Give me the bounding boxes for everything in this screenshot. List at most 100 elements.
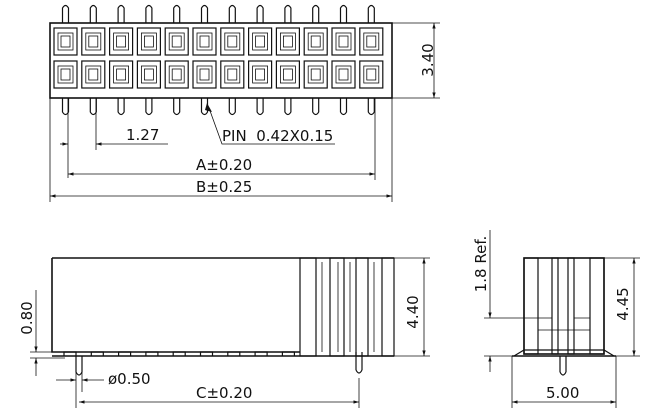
top-view: [49, 4, 393, 116]
pin-lower: [145, 98, 153, 116]
contact-opening: [196, 32, 213, 51]
contact-inner: [171, 35, 182, 48]
side-foot: [172, 351, 186, 356]
contact-opening: [363, 65, 380, 84]
contact-cell: [81, 27, 106, 56]
contact-cell: [108, 60, 134, 89]
top-pins-upper: [61, 4, 375, 23]
contact-opening: [307, 65, 324, 84]
side-view-section: [299, 257, 395, 374]
side-foot: [281, 351, 295, 356]
pin-lower: [339, 98, 348, 116]
contact-opening: [335, 65, 352, 84]
contact-inner: [88, 35, 99, 48]
pin-lower: [312, 98, 320, 116]
side-view-body: [51, 257, 300, 353]
contact-inner: [60, 35, 71, 48]
contact-cell: [53, 60, 78, 89]
contact-opening: [335, 32, 352, 51]
contact-inner: [310, 35, 321, 48]
contact-cell: [303, 60, 328, 89]
pin-upper: [173, 4, 181, 23]
contact-inner: [171, 68, 182, 81]
contact-inner: [366, 35, 377, 48]
pin-lower: [200, 98, 209, 116]
pin-upper: [284, 4, 292, 23]
pin-upper: [117, 4, 125, 23]
pin-upper: [367, 4, 375, 23]
dim-height-top: 3.40: [392, 22, 440, 99]
contact-opening: [140, 32, 157, 51]
side-pin-tail: [75, 356, 83, 376]
contact-cell: [359, 27, 384, 56]
pin-lower: [61, 98, 70, 116]
contact-cell: [164, 60, 189, 89]
contact-inner: [338, 68, 349, 81]
side-view: [51, 257, 395, 376]
contact-opening: [57, 32, 74, 51]
dim-ref: 1.8 Ref.: [472, 230, 538, 372]
contact-opening: [168, 65, 185, 84]
contact-inner: [116, 68, 126, 81]
side-view-feet: [52, 351, 300, 376]
contact-inner: [199, 68, 210, 81]
contact-inner: [143, 35, 154, 48]
contact-inner: [338, 35, 349, 48]
contact-cell: [248, 27, 273, 56]
contact-opening: [224, 32, 241, 51]
contact-inner: [227, 35, 238, 48]
label-dim-a: A±0.20: [196, 156, 252, 174]
dim-b: B±0.25: [49, 98, 393, 202]
contact-cell: [248, 60, 273, 89]
pin-upper: [89, 4, 97, 23]
dim-standoff: 0.80: [18, 290, 65, 376]
contact-opening: [85, 32, 102, 51]
dim-c: C±0.20: [79, 378, 360, 408]
contact-inner: [88, 68, 99, 81]
contact-opening: [140, 65, 157, 84]
side-foot: [90, 351, 104, 356]
pin-upper: [61, 4, 70, 23]
label-height-side: 4.40: [404, 295, 422, 328]
side-foot: [63, 351, 77, 356]
top-pins-lower: [61, 98, 375, 116]
label-pitch: 1.27: [126, 126, 159, 144]
pin-lower: [117, 98, 125, 116]
top-view-cells: [53, 27, 384, 89]
dim-a: A±0.20: [68, 98, 376, 180]
pin-upper: [339, 4, 348, 23]
contact-opening: [57, 65, 74, 84]
contact-cell: [108, 27, 134, 56]
pin-lower: [89, 98, 97, 116]
contact-cell: [275, 27, 300, 56]
contact-cell: [220, 27, 245, 56]
dim-height-side: 4.40: [394, 257, 430, 357]
contact-opening: [363, 32, 380, 51]
dim-width-end: 5.00: [511, 356, 617, 408]
dim-hole: ø0.50: [56, 356, 151, 408]
end-view-body: [523, 257, 605, 355]
contact-inner: [282, 68, 293, 81]
contact-cell: [331, 60, 356, 89]
contact-inner: [255, 35, 266, 48]
contact-inner: [255, 68, 266, 81]
contact-cell: [192, 27, 217, 56]
side-foot: [145, 351, 159, 356]
pin-lower: [367, 98, 375, 116]
label-ref: 1.8 Ref.: [472, 236, 490, 293]
contact-cell: [136, 27, 161, 56]
contact-opening: [224, 65, 241, 84]
label-height-end: 4.45: [614, 287, 632, 320]
contact-opening: [113, 32, 129, 51]
pin-upper: [256, 4, 264, 23]
contact-inner: [227, 68, 238, 81]
contact-inner: [199, 35, 210, 48]
contact-cell: [192, 60, 217, 89]
label-width-end: 5.00: [546, 384, 579, 402]
pin-upper: [145, 4, 153, 23]
side-foot: [118, 351, 132, 356]
contact-opening: [168, 32, 185, 51]
contact-opening: [307, 32, 324, 51]
pin-lower: [256, 98, 264, 116]
pin-upper: [200, 4, 209, 23]
